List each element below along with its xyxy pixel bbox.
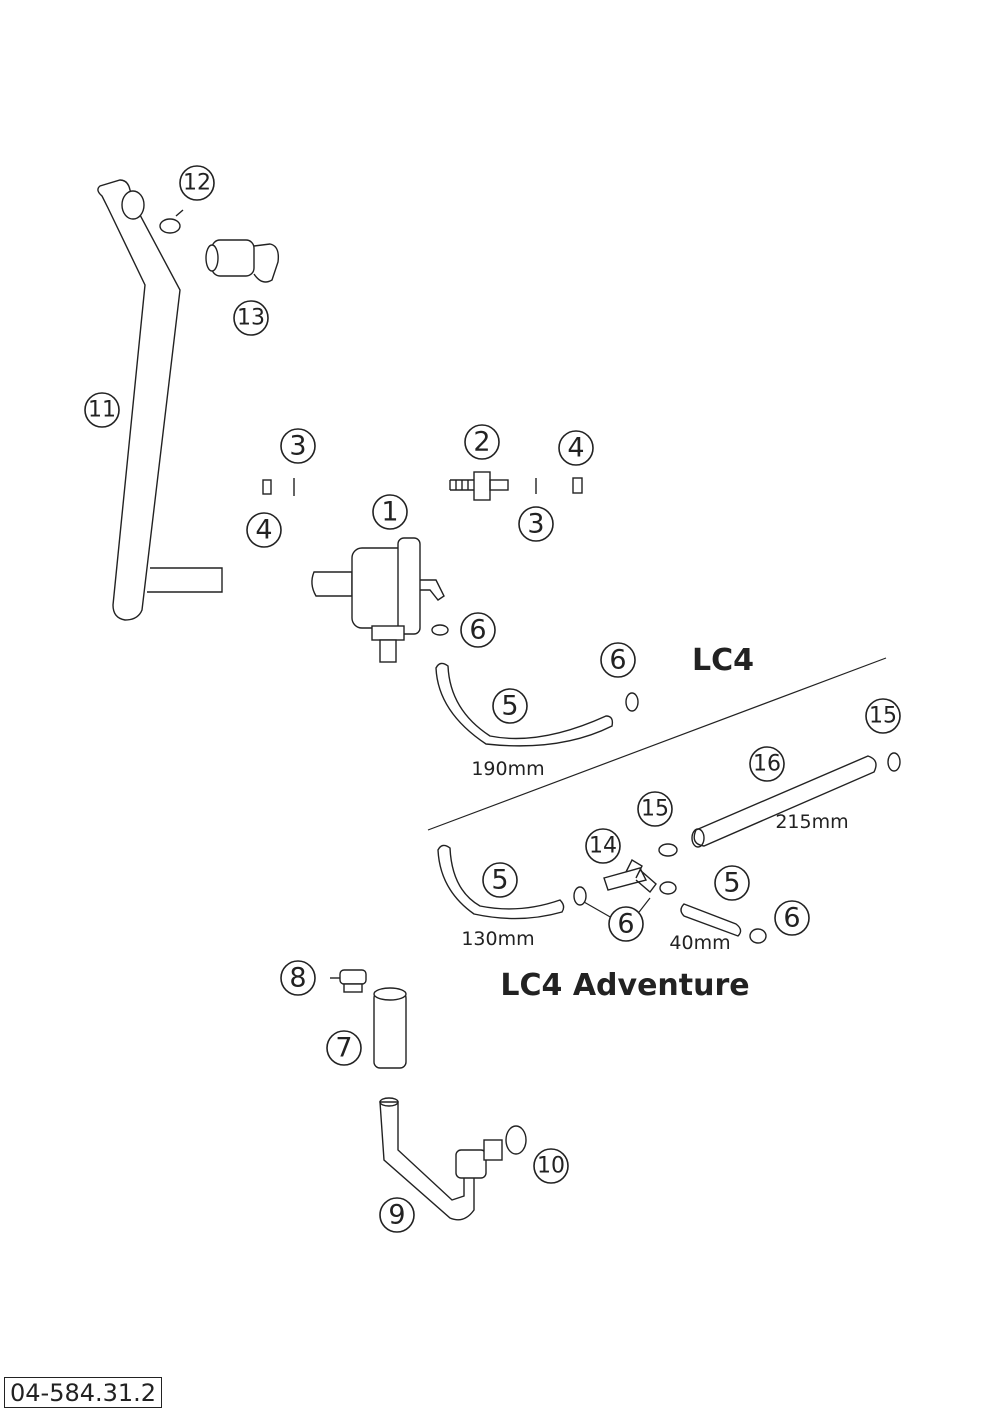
part-15-clamp-top [887, 752, 901, 772]
callout-9: 9 [379, 1197, 415, 1233]
part-14-t-piece [603, 859, 657, 894]
part-7-sleeve [373, 987, 407, 1069]
svg-text:12: 12 [183, 171, 211, 196]
callout-15-top: 15 [865, 698, 901, 734]
part-6-clamp-adv-mid [659, 881, 677, 895]
callout-3-right: 3 [518, 506, 554, 542]
part-4-nut-left [262, 479, 272, 495]
svg-text:9: 9 [388, 1200, 405, 1231]
callout-6-adv-mid: 6 [608, 906, 644, 942]
part-6-clamp-lc4 [625, 692, 639, 712]
part-4-nut-right [572, 477, 583, 494]
part-8-clip [330, 969, 367, 993]
callout-6-valve: 6 [460, 612, 496, 648]
svg-text:15: 15 [641, 797, 669, 822]
callout-3-left: 3 [280, 428, 316, 464]
callout-10: 10 [533, 1148, 569, 1184]
part-5-hose-adv-main [437, 844, 565, 920]
callout-8: 8 [280, 960, 316, 996]
part-5-hose-adv-short [680, 903, 742, 937]
svg-text:11: 11 [88, 398, 116, 423]
svg-text:2: 2 [473, 427, 490, 458]
part-16-hose [691, 755, 877, 848]
part-6-clamp-valve [431, 624, 449, 636]
part-9-pipe [379, 1097, 503, 1221]
svg-text:6: 6 [783, 903, 800, 934]
svg-text:10: 10 [537, 1154, 565, 1179]
callout-11: 11 [84, 392, 120, 428]
svg-text:5: 5 [491, 865, 508, 896]
part-2-bolt [449, 471, 509, 501]
callout-12: 12 [179, 165, 215, 201]
svg-text:16: 16 [753, 752, 781, 777]
dimension-40mm: 40mm [669, 932, 730, 954]
dimension-215mm: 215mm [775, 811, 848, 833]
svg-text:3: 3 [289, 431, 306, 462]
svg-text:14: 14 [589, 834, 617, 859]
variant-divider [427, 657, 887, 831]
svg-text:6: 6 [609, 645, 626, 676]
part-1-valve [311, 537, 445, 663]
part-5-hose-lc4 [435, 662, 614, 747]
part-10-o-ring [505, 1125, 527, 1155]
part-15-clamp-mid [658, 843, 678, 857]
svg-text:6: 6 [617, 909, 634, 940]
svg-text:4: 4 [255, 515, 272, 546]
heading-lc4-adventure: LC4 Adventure [500, 968, 749, 1003]
callout-13: 13 [233, 300, 269, 336]
callout-2: 2 [464, 424, 500, 460]
callout-1: 1 [372, 494, 408, 530]
callout-5-lc4: 5 [492, 688, 528, 724]
callout-15-mid: 15 [637, 791, 673, 827]
callout-4-right: 4 [558, 430, 594, 466]
svg-text:3: 3 [527, 509, 544, 540]
svg-text:6: 6 [469, 615, 486, 646]
svg-text:15: 15 [869, 704, 897, 729]
drawing-number: 04-584.31.2 [4, 1377, 163, 1408]
callout-14: 14 [585, 828, 621, 864]
svg-text:4: 4 [567, 433, 584, 464]
part-12-clamp [159, 209, 184, 234]
callout-4-left: 4 [246, 512, 282, 548]
callout-7: 7 [326, 1030, 362, 1066]
part-6-clamp-adv-right [749, 928, 767, 944]
callout-16: 16 [749, 746, 785, 782]
svg-text:8: 8 [289, 963, 306, 994]
dimension-190mm: 190mm [471, 758, 544, 780]
svg-text:5: 5 [723, 868, 740, 899]
callout-6-lc4: 6 [600, 642, 636, 678]
callout-5-adv-short: 5 [714, 865, 750, 901]
svg-text:7: 7 [335, 1033, 352, 1064]
part-11-hose [97, 179, 223, 621]
svg-text:13: 13 [237, 306, 265, 331]
dimension-130mm: 130mm [461, 928, 534, 950]
part-13-connector [205, 239, 280, 283]
callout-5-adv-main: 5 [482, 862, 518, 898]
heading-lc4: LC4 [692, 643, 754, 678]
svg-text:5: 5 [501, 691, 518, 722]
part-6-clamp-adv-left [573, 886, 587, 906]
callout-6-adv-right: 6 [774, 900, 810, 936]
svg-text:1: 1 [381, 497, 398, 528]
